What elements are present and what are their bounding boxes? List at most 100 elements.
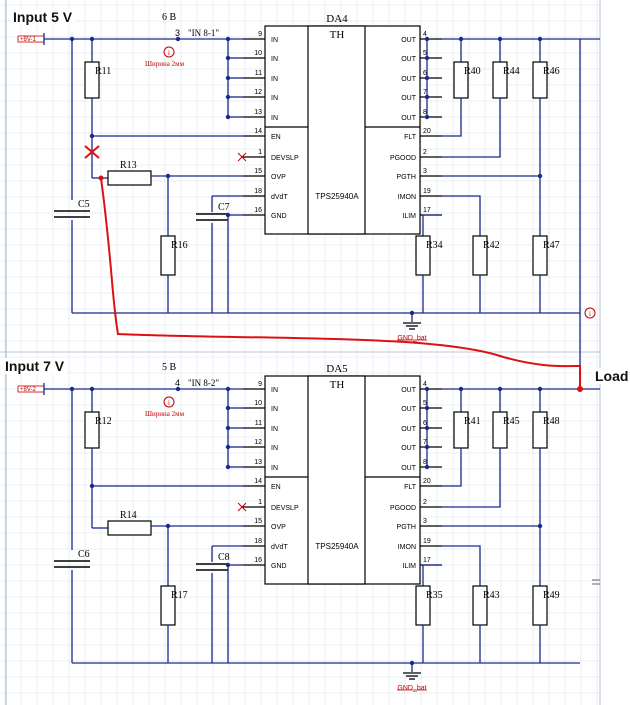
b1-resistor-out-2-label: R44	[503, 66, 520, 77]
b1-pin-name: dVdT	[271, 194, 288, 201]
b1-pin-name: PGTH	[397, 174, 416, 181]
b1-pin-name: IN	[271, 115, 278, 122]
b1-pin-num: 14	[254, 128, 262, 135]
b1-pin-name: OUT	[401, 95, 417, 102]
b2-resistor-ilim-label: R35	[426, 590, 443, 601]
b1-cap-input-label: C5	[78, 199, 90, 210]
b2-pin-num: 5	[423, 400, 427, 407]
info-icon-right-glyph: i	[589, 310, 591, 318]
b2-pin-num: 20	[423, 478, 431, 485]
b1-pin-num: 7	[423, 89, 427, 96]
b2-width-note: Ширина 2мм	[145, 410, 185, 418]
b2-cap-dvdt-label: C8	[218, 552, 230, 563]
b1-net-pin: 3	[175, 28, 180, 38]
b2-pin-num: 1	[258, 499, 262, 506]
b2-pin-num: 12	[254, 439, 262, 446]
b2-pin-name: DEVSLP	[271, 505, 299, 512]
b1-pin-name: PGOOD	[390, 155, 416, 162]
junction-dot	[424, 425, 430, 431]
b2-pin-name: IN	[271, 387, 278, 394]
b1-pin-num: 16	[254, 207, 262, 214]
b1-voltage-note: 6 В	[162, 12, 177, 23]
b2-resistor-out-3-label: R48	[543, 416, 560, 427]
b1-port-label: +8V-1	[20, 37, 37, 43]
junction-dot	[424, 444, 430, 450]
b2-pin-name: FLT	[404, 484, 417, 491]
b2-pin-name: PGTH	[397, 524, 416, 531]
b1-pin-num: 5	[423, 50, 427, 57]
b1-pin-num: 10	[254, 50, 262, 57]
b2-net-name: "IN 8-2"	[188, 378, 219, 388]
b1-pin-name: OUT	[401, 115, 417, 122]
junction-dot	[409, 310, 415, 316]
b2-info-icon	[163, 396, 175, 408]
junction-dot	[89, 133, 95, 139]
b2-pin-name: OUT	[401, 445, 417, 452]
red-rewire-start	[98, 175, 104, 181]
junction-dot	[225, 405, 231, 411]
b2-pin-num: 3	[423, 518, 427, 525]
b1-pin-num: 1	[258, 149, 262, 156]
junction-dot	[225, 444, 231, 450]
b2-pin-num: 14	[254, 478, 262, 485]
b1-pin-num: 8	[423, 109, 427, 116]
b1-pin-num: 3	[423, 168, 427, 175]
junction-dot	[424, 386, 430, 392]
b1-pin-name: IN	[271, 76, 278, 83]
b2-pin-name: dVdT	[271, 544, 288, 551]
b2-pin-name: OVP	[271, 524, 286, 531]
b2-nc-mark-2	[237, 502, 247, 512]
b1-pin-num: 4	[423, 31, 427, 38]
b2-pin-num: 15	[254, 518, 262, 525]
junction-dot	[424, 114, 430, 120]
b2-pin-num: 11	[255, 420, 262, 427]
junction-dot	[424, 36, 430, 42]
red-cross-mark-2	[84, 145, 100, 159]
b2-net-dot	[175, 386, 181, 392]
b2-resistor-input-label: R12	[95, 416, 112, 427]
info-icon-right	[584, 307, 596, 319]
b1-pin-num: 6	[423, 70, 427, 77]
b1-resistor-out-1-label: R40	[464, 66, 481, 77]
b2-resistor-imon-label: R43	[483, 590, 500, 601]
b2-gnd-label: GND_bat	[397, 685, 426, 692]
input-7v-label: Input 7 V	[2, 358, 68, 374]
b2-pin-name: ILIM	[402, 563, 416, 570]
b1-pin-num: 13	[254, 109, 262, 116]
b1-pin-num: 17	[423, 207, 431, 214]
b2-pgood-wire	[442, 448, 501, 508]
b2-pin-num: 2	[423, 499, 427, 506]
b1-ic-type: TH	[330, 29, 345, 41]
b1-ic-core	[307, 25, 366, 235]
b2-pin-name: GND	[271, 563, 287, 570]
b2-resistor-out-1-label: R41	[464, 416, 481, 427]
junction-dot	[225, 36, 231, 42]
b1-pin-name: EN	[271, 134, 281, 141]
b2-pin-num: 19	[423, 538, 431, 545]
b1-flt-wire	[442, 98, 462, 137]
b2-ic-refdes: DA5	[326, 363, 348, 375]
b1-width-note: Ширина 2мм	[145, 60, 185, 68]
junction-dot	[537, 523, 543, 529]
b1-pin-num: 20	[423, 128, 431, 135]
b1-pin-name: OUT	[401, 56, 417, 63]
b2-pin-name: IN	[271, 465, 278, 472]
b1-resistor-div-label: R16	[171, 240, 188, 251]
b1-resistor-pgth-label: R47	[543, 240, 560, 251]
b2-pin-num: 7	[423, 439, 427, 446]
junction-dot	[225, 425, 231, 431]
b1-nc-mark-2	[237, 152, 247, 162]
b1-pin-num: 9	[258, 31, 262, 38]
b1-resistor-out-3-label: R46	[543, 66, 560, 77]
junction-dot	[424, 464, 430, 470]
b2-ic-part: TPS25940A	[315, 542, 359, 551]
b2-pin-num: 16	[254, 557, 262, 564]
junction-dot	[225, 386, 231, 392]
b1-pgood-wire	[442, 98, 501, 158]
b2-pin-num: 8	[423, 459, 427, 466]
b2-pin-num: 9	[258, 381, 262, 388]
b2-info-icon-glyph: i	[168, 399, 170, 407]
b2-pin-name: EN	[271, 484, 281, 491]
